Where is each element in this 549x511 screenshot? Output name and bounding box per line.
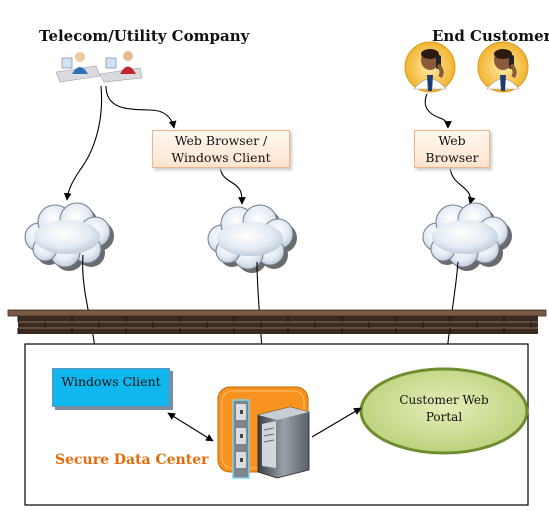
server-to-portal-arrow	[311, 407, 362, 438]
web-browser-node-line2: Browser	[425, 150, 479, 165]
windows-client-label: Windows Client	[61, 374, 161, 389]
windows-client-server-arrow	[167, 412, 214, 442]
portal-label: Customer Web Portal	[374, 392, 514, 426]
web-client-node-line2: Windows Client	[171, 150, 271, 165]
windows-client-box: Windows Client	[52, 368, 170, 407]
firewall-icon	[7, 309, 547, 334]
web-browser-node: Web Browser	[414, 130, 490, 168]
office-workers-icon	[55, 51, 143, 83]
browser-to-cloud-arrow	[449, 167, 476, 205]
web-browser-windows-client-node: Web Browser / Windows Client	[152, 130, 290, 168]
company-to-cloud-arrow	[63, 85, 103, 201]
data-center-label: Secure Data Center	[55, 452, 209, 468]
server-rack-icon	[232, 399, 250, 479]
web-browser-node-line1: Web	[438, 133, 466, 148]
server-tower-icon	[257, 406, 310, 479]
company-to-web-client-arrow	[105, 85, 177, 129]
portal-label-line1: Customer Web	[399, 393, 489, 407]
cloud-icon	[422, 202, 513, 272]
cloud-icon	[207, 204, 298, 274]
customers-title: End Customers	[432, 27, 549, 45]
web-client-node-line1: Web Browser /	[174, 133, 268, 148]
customers-to-browser-arrow	[424, 93, 452, 129]
web-client-to-cloud-arrow	[219, 166, 246, 205]
portal-label-line2: Portal	[425, 410, 463, 424]
customer-on-phone-icon	[476, 40, 530, 94]
cloud-icon	[24, 202, 115, 272]
company-title: Telecom/Utility Company	[39, 27, 250, 45]
customer-on-phone-icon	[403, 40, 457, 94]
